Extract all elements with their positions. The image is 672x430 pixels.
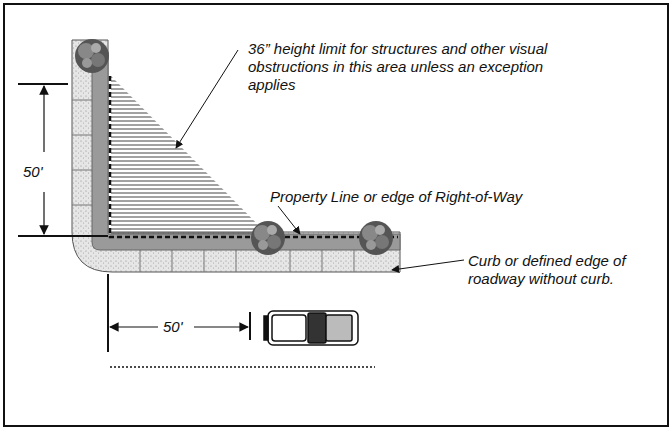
leader-line: [176, 50, 238, 148]
frame: [4, 4, 668, 426]
road-centerline: [110, 366, 375, 368]
horizontal-dimension: [108, 274, 250, 352]
leader-line: [392, 260, 464, 270]
sight-triangle: [111, 76, 268, 235]
leader-line: [278, 206, 300, 234]
property-line: [110, 76, 398, 237]
curb-label: Curb or defined edge of roadway without …: [468, 252, 658, 288]
dimension-label: 50': [160, 318, 186, 336]
callout-note: 36” height limit for structures and othe…: [248, 40, 558, 94]
vertical-dimension: [18, 84, 108, 236]
pickup-truck: [264, 311, 358, 345]
dimension-label: 50': [20, 163, 46, 181]
property-line-label: Property Line or edge of Right-of-Way: [270, 188, 590, 206]
property-strip: [92, 52, 400, 250]
